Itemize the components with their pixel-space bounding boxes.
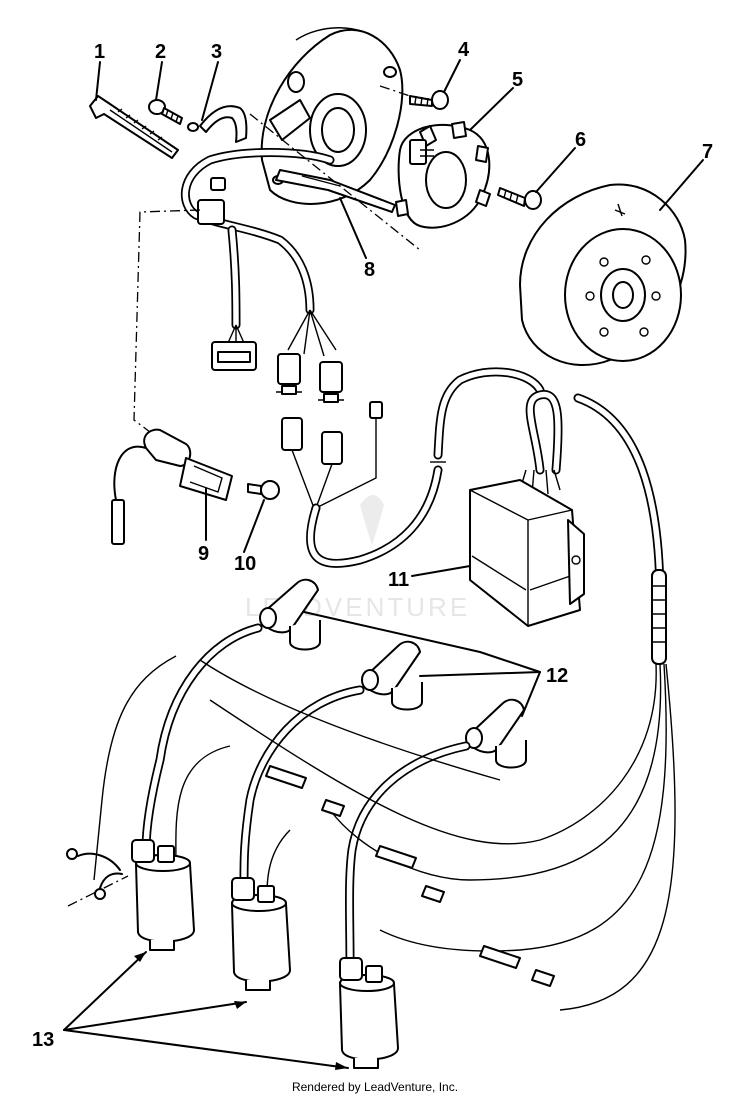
cdi-module-part-11 [469, 390, 585, 627]
callout-11: 11 [388, 569, 409, 591]
screw-part-4 [409, 90, 449, 110]
stator-harness [180, 148, 344, 403]
callout-12: 12 [546, 665, 568, 687]
callout-13: 13 [32, 1029, 54, 1051]
spark-plug-caps-part-12 [259, 578, 527, 769]
callout-numbers: 1 2 3 4 5 6 7 8 9 10 11 12 13 [32, 39, 713, 1051]
main-harness [209, 393, 676, 1011]
callout-7: 7 [702, 141, 713, 163]
callout-9: 9 [198, 543, 209, 565]
screw-part-6 [497, 187, 542, 210]
ignition-coils-part-13 [66, 839, 399, 1069]
sensor-bracket-part-9 [111, 428, 233, 545]
alignment-line-3 [379, 85, 411, 97]
callout-2: 2 [155, 41, 166, 63]
callout-8: 8 [364, 259, 375, 281]
callout-6: 6 [575, 129, 586, 151]
alignment-line-1 [133, 209, 201, 433]
screw-part-10 [247, 480, 280, 500]
clamp-part-3 [187, 105, 248, 143]
callout-10: 10 [234, 553, 256, 575]
stator-coil-part-5 [395, 121, 491, 229]
screw-part-2 [148, 99, 183, 125]
callout-5: 5 [512, 69, 523, 91]
callout-1: 1 [94, 41, 105, 63]
alignment-line-4 [67, 875, 129, 907]
pulse-coil-part-8 [275, 169, 396, 213]
stator-plate [260, 27, 404, 205]
callout-4: 4 [458, 39, 470, 61]
connector-harness [281, 367, 545, 568]
alignment-line-2 [249, 113, 421, 251]
leader-lines [63, 59, 704, 1070]
callout-3: 3 [211, 41, 222, 63]
cable-tie-part-1 [89, 95, 179, 159]
footer-credit: Rendered by LeadVenture, Inc. [291, 1080, 459, 1094]
flywheel-part-7 [519, 183, 687, 366]
ht-leads [93, 623, 501, 965]
